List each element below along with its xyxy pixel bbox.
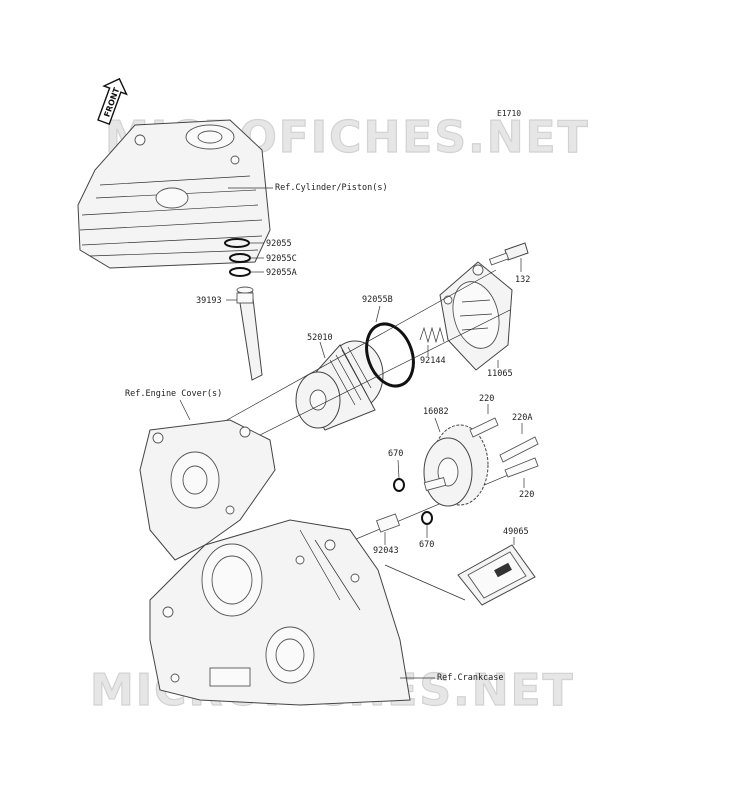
ref-cylinder-piston: Ref.Cylinder/Piston(s) (275, 183, 388, 193)
oil-filter-52010 (295, 340, 384, 431)
label-220-bottom: 220 (519, 490, 534, 500)
label-670-left: 670 (388, 449, 403, 459)
crankcase-drawing (149, 519, 411, 706)
label-52010: 52010 (307, 333, 333, 343)
ref-crankcase: Ref.Crankcase (437, 673, 504, 683)
engine-cover-drawing (139, 419, 276, 561)
bolt-132 (488, 242, 529, 266)
o-ring-670-bottom (421, 511, 433, 525)
label-92043: 92043 (373, 546, 399, 556)
label-11065: 11065 (487, 369, 513, 379)
dowel-92043 (375, 513, 401, 533)
label-92055a: 92055A (266, 268, 297, 278)
oil-pump-16082 (423, 424, 489, 507)
ref-engine-cover: Ref.Engine Cover(s) (125, 389, 222, 399)
label-16082: 16082 (423, 407, 449, 417)
bolt-220a (499, 436, 539, 463)
spring-92144 (419, 326, 445, 344)
gasket-49065 (457, 544, 536, 606)
label-220a: 220A (512, 413, 532, 423)
label-92055c: 92055C (266, 254, 297, 264)
oil-pipe-39193 (236, 286, 263, 381)
label-39193: 39193 (196, 296, 222, 306)
label-220-top: 220 (479, 394, 494, 404)
diagram-code: E1710 (497, 109, 521, 118)
label-670-bottom: 670 (419, 540, 434, 550)
label-92055b: 92055B (362, 295, 393, 305)
cover-11065 (439, 261, 513, 371)
bolt-220-top (469, 417, 499, 438)
label-92144: 92144 (420, 356, 446, 366)
o-ring-92055b (365, 322, 415, 388)
label-49065: 49065 (503, 527, 529, 537)
bolt-220-bottom (504, 457, 539, 478)
label-92055: 92055 (266, 239, 292, 249)
o-ring-92055a (229, 267, 251, 277)
label-132: 132 (515, 275, 530, 285)
cylinder-drawing (77, 119, 271, 269)
o-ring-670-left (393, 478, 405, 492)
